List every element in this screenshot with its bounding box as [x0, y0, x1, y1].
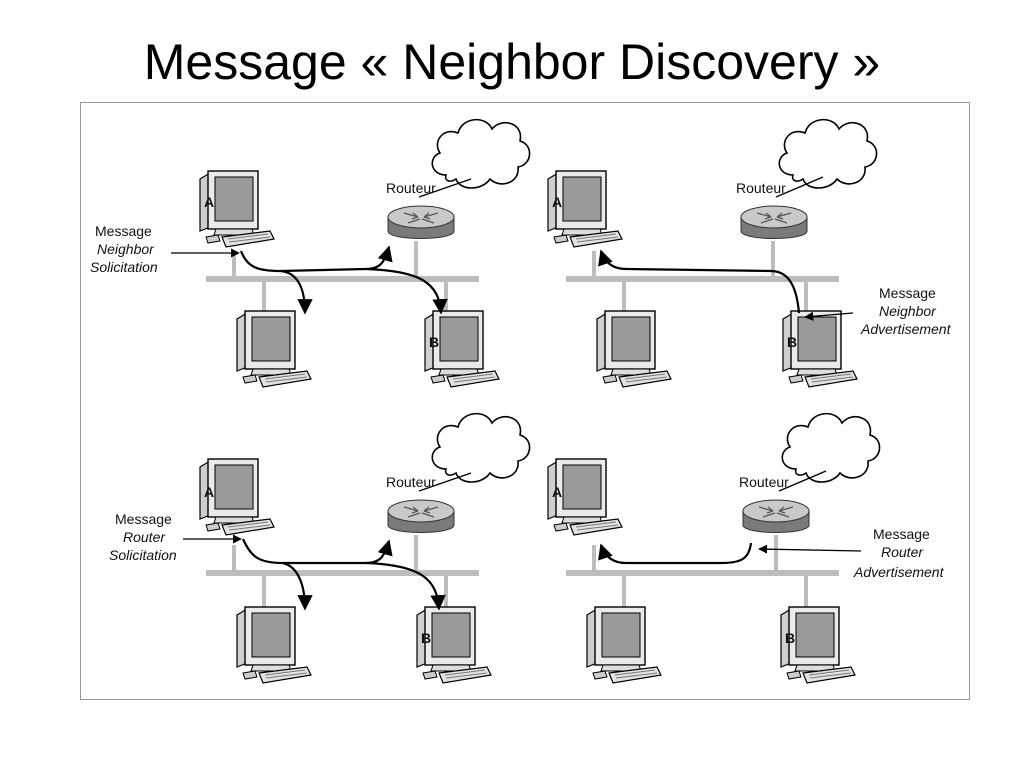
panel-router-solicitation: Routeur A B Message Router Solicitation	[109, 412, 531, 684]
message-type-label: Router	[881, 544, 924, 560]
flow-arrow-to-router	[239, 245, 393, 273]
slide-title: Message « Neighbor Discovery »	[143, 34, 881, 90]
router-icon	[387, 499, 455, 534]
cloud-icon	[778, 118, 878, 189]
panel-router-advertisement: Routeur A B Message Router Advertisement	[547, 412, 945, 684]
flow-arrow-to-host	[280, 269, 313, 315]
message-name-label: Advertisement	[860, 321, 952, 337]
flow-arrow-to-host-b	[365, 267, 448, 315]
message-name-label: Solicitation	[90, 259, 158, 275]
cloud-link	[775, 176, 824, 198]
host-b-label: B	[787, 334, 797, 350]
cloud-icon	[431, 118, 531, 189]
host-a-label: A	[204, 194, 214, 210]
router-icon	[387, 205, 455, 240]
router-icon	[742, 499, 810, 534]
cloud-icon	[781, 412, 881, 483]
message-label: Message	[879, 285, 936, 301]
message-label: Message	[95, 223, 152, 239]
host-a-label: A	[204, 484, 214, 500]
panel-neighbor-solicitation: Routeur A B Message Neighbor Solicitatio…	[90, 118, 531, 388]
router-label: Routeur	[386, 180, 436, 196]
diagram-frame: Routeur A B Message Neighbor Solicitatio…	[80, 102, 970, 700]
message-type-label: Neighbor	[97, 241, 155, 257]
cloud-icon	[431, 412, 531, 483]
router-label: Routeur	[736, 180, 786, 196]
computer-icon	[236, 310, 312, 388]
message-name-label: Advertisement	[853, 564, 945, 580]
computer-icon	[586, 606, 662, 684]
router-icon	[740, 205, 808, 240]
message-type-label: Router	[123, 529, 166, 545]
computer-icon	[596, 310, 672, 388]
flow-arrow-to-host	[282, 561, 313, 611]
flow-arrow-to-host-a	[598, 542, 753, 565]
message-type-label: Neighbor	[879, 303, 937, 319]
flow-arrow-to-host-b	[365, 561, 446, 611]
cloud-link	[418, 472, 472, 492]
message-name-label: Solicitation	[109, 547, 177, 563]
host-b-label: B	[785, 630, 795, 646]
panel-neighbor-advertisement: Routeur A B Message Neighbor Advertiseme…	[547, 118, 952, 388]
host-b-label: B	[429, 334, 439, 350]
cloud-link	[418, 178, 472, 198]
computer-icon	[236, 606, 312, 684]
flow-arrow-to-router	[241, 538, 393, 565]
cloud-link	[778, 470, 827, 492]
host-a-label: A	[552, 194, 562, 210]
message-label: Message	[873, 526, 930, 542]
callout-arrow	[804, 311, 854, 321]
host-a-label: A	[552, 484, 562, 500]
flow-arrow-to-host-a	[598, 249, 801, 314]
diagram-svg: Routeur A B Message Neighbor Solicitatio…	[90, 118, 952, 684]
host-b-label: B	[421, 630, 431, 646]
message-label: Message	[115, 511, 172, 527]
router-label: Routeur	[386, 474, 436, 490]
callout-arrow	[758, 544, 862, 554]
router-label: Routeur	[739, 474, 789, 490]
